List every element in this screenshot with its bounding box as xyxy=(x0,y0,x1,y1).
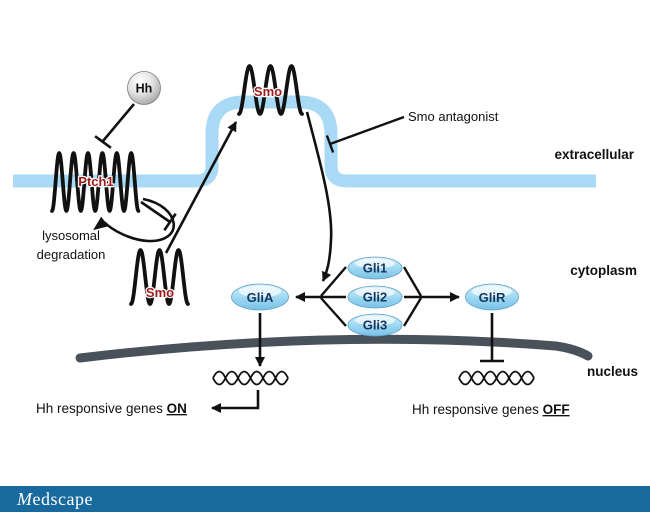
arrow-genes-on-callout xyxy=(211,390,260,413)
ptch1-receptor-icon xyxy=(50,151,141,213)
arrow-ptch1-lysosomal-degradation xyxy=(93,197,176,243)
gli1-oval xyxy=(347,256,403,280)
smo-receptor-icon xyxy=(237,64,304,116)
arrow-smo-to-gli xyxy=(305,111,333,282)
smo-cytoplasm-label: Smo xyxy=(146,285,174,300)
genes-off-label: Hh responsive genes OFF xyxy=(412,402,570,417)
glia-label: GliA xyxy=(247,290,274,305)
glia-oval xyxy=(231,283,289,311)
ptch1-label: Ptch1 xyxy=(78,174,113,189)
hh-ligand-icon xyxy=(127,71,161,105)
cell-membrane xyxy=(13,95,596,188)
smo-cytoplasmic-icon xyxy=(129,248,190,306)
gli1-label: Gli1 xyxy=(363,261,388,276)
arrow-gli-to-glir xyxy=(402,266,460,327)
gli3-label: Gli3 xyxy=(363,318,388,333)
dna-coil-left xyxy=(212,370,289,386)
tbar-glir-represses-genes xyxy=(480,313,504,363)
medscape-logo: Medscape xyxy=(17,489,93,509)
cytoplasm-label: cytoplasm xyxy=(570,263,637,278)
arrow-smo-translocation xyxy=(164,121,238,254)
lysosomal-degradation-label-line1: lysosomal xyxy=(42,228,100,243)
medscape-footer-bar: Medscape xyxy=(0,486,650,512)
arrow-gli-to-glia xyxy=(295,266,347,327)
hh-label: Hh xyxy=(136,82,153,96)
smo-membrane-label: Smo xyxy=(254,84,282,99)
genes-on-label: Hh responsive genes ON xyxy=(36,401,187,416)
dna-coil-right xyxy=(458,370,535,386)
nucleus-label: nucleus xyxy=(587,364,638,379)
lysosomal-degradation-label-line2: degradation xyxy=(37,247,106,262)
tbar-ptch1-inhibits-smo xyxy=(140,200,177,231)
arrow-hh-inhibits-ptch1 xyxy=(94,103,135,149)
gli2-label: Gli2 xyxy=(363,290,388,305)
extracellular-label: extracellular xyxy=(554,147,634,162)
gli2-oval xyxy=(347,285,403,309)
pathway-diagram-canvas: Hh Ptch1 Smo Smo Smo antagonist lysosoma… xyxy=(13,64,638,417)
tbar-smo-antagonist xyxy=(325,115,405,153)
glir-label: GliR xyxy=(479,290,506,305)
nuclear-envelope xyxy=(75,334,593,363)
glir-oval xyxy=(465,283,519,311)
gli3-oval xyxy=(347,313,403,337)
smo-antagonist-label: Smo antagonist xyxy=(408,109,499,124)
